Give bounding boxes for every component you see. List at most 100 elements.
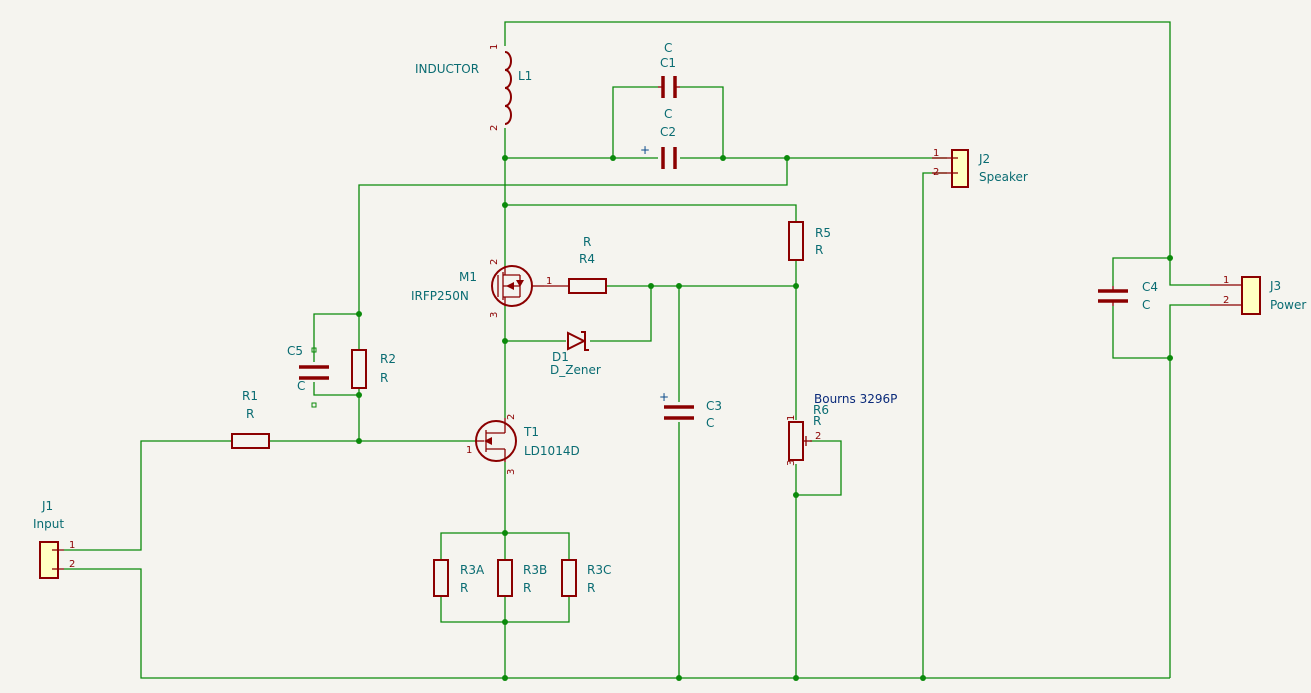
junction <box>502 202 508 208</box>
component-value: LD1014D <box>524 444 580 458</box>
component-value: R <box>246 407 254 421</box>
component-value: R <box>460 581 468 595</box>
pin-number: 2 <box>69 559 75 570</box>
wire-c4-top <box>1112 257 1170 286</box>
resistor-body <box>561 559 577 597</box>
junction <box>920 675 926 681</box>
component-ref: R4 <box>579 252 595 266</box>
pin-number: 3 <box>786 460 797 466</box>
resistor-r3a: R3A R <box>433 559 485 597</box>
component-value: C <box>664 41 672 55</box>
junction <box>356 311 362 317</box>
component-ref: M1 <box>459 270 477 284</box>
wire-zener <box>590 286 652 342</box>
component-ref: R2 <box>380 352 396 366</box>
component-ref: C5 <box>287 344 303 358</box>
component-ref: J2 <box>978 152 990 166</box>
wire-c4-bottom <box>1112 306 1170 359</box>
component-value: Power <box>1270 298 1306 312</box>
junction <box>676 675 682 681</box>
capacitor-c4: C4 C <box>1098 280 1158 312</box>
component-value: INDUCTOR <box>415 62 479 76</box>
junction <box>793 283 799 289</box>
resistor-r5: R5 R <box>788 221 831 261</box>
junction <box>502 155 508 161</box>
component-value: C <box>1142 298 1150 312</box>
mosfet-m1: 2 3 M1 IRFP250N <box>411 259 544 318</box>
wire-c5-bot <box>313 382 359 396</box>
junction <box>610 155 616 161</box>
pin-number: 1 <box>786 415 797 421</box>
junction <box>784 155 790 161</box>
junction <box>1167 355 1173 361</box>
junctions <box>356 155 1173 681</box>
pot-body <box>788 421 804 461</box>
pin-number: 2 <box>815 431 821 442</box>
component-extra: Bourns 3296P <box>814 392 897 406</box>
transistor-t1: 1 2 3 T1 LD1014D <box>466 414 580 475</box>
component-value: R <box>523 581 531 595</box>
component-ref: T1 <box>523 425 539 439</box>
wire-j3-pin2 <box>1169 304 1210 678</box>
pin-number: 1 <box>489 44 500 50</box>
diode-d1: D1 D_Zener <box>550 331 601 377</box>
component-ref: R5 <box>815 226 831 240</box>
component-ref: R3C <box>587 563 611 577</box>
wire-feedback <box>358 158 788 350</box>
connector-j1: 1 2 J1 Input <box>33 499 75 579</box>
inductor-l1: 1 2 INDUCTOR L1 <box>415 44 532 131</box>
wire-r5-top <box>505 204 797 222</box>
resistor-r4: R R4 1 <box>544 235 607 294</box>
component-ref: J3 <box>1269 279 1281 293</box>
pin-number: 2 <box>489 125 500 131</box>
component-value: R <box>813 414 821 428</box>
capacitor-c2: + C C2 <box>640 107 677 169</box>
resistor-body <box>351 349 367 389</box>
component-ref: C2 <box>660 125 676 139</box>
component-value: C <box>297 379 305 393</box>
connector-body <box>1241 276 1261 315</box>
component-ref: C3 <box>706 399 722 413</box>
junction <box>356 392 362 398</box>
arrow-mark <box>484 437 492 445</box>
polarity-mark: + <box>659 390 669 404</box>
wire-top-rail <box>504 21 1210 286</box>
wire-input-r1 <box>64 440 232 551</box>
junction <box>356 438 362 444</box>
component-ref: D1 <box>552 350 569 364</box>
junction <box>793 492 799 498</box>
component-ref: J1 <box>41 499 53 513</box>
pin-number: 2 <box>1223 295 1229 306</box>
component-ref: R3A <box>460 563 485 577</box>
component-ref: L1 <box>518 69 532 83</box>
resistor-body <box>788 221 804 261</box>
wire-c1-left <box>612 86 658 158</box>
wire-c1-right <box>680 86 724 158</box>
capacitor-c1: C C1 <box>658 41 680 98</box>
resistor-r3b: R3B R <box>497 559 547 597</box>
resistor-r1: R1 R <box>231 389 270 449</box>
pin-number: 1 <box>466 445 472 456</box>
diode-mark <box>516 280 524 287</box>
component-value: R <box>815 243 823 257</box>
wire-ground-rail <box>64 568 1170 679</box>
wire-j2-pin2 <box>922 172 947 678</box>
junction <box>502 530 508 536</box>
resistor-body <box>497 559 513 597</box>
component-value: D_Zener <box>550 363 601 377</box>
inductor-coil <box>504 51 512 125</box>
connector-j2: 1 2 J2 Speaker <box>932 148 1028 188</box>
junction <box>502 619 508 625</box>
resistor-r3c: R3C R <box>561 559 611 597</box>
resistor-body <box>433 559 449 597</box>
junction <box>793 675 799 681</box>
component-value: R <box>587 581 595 595</box>
pin-number: 3 <box>489 312 500 318</box>
pin-number: 1 <box>546 276 552 287</box>
component-ref: C4 <box>1142 280 1158 294</box>
component-value: Input <box>33 517 64 531</box>
component-value: IRFP250N <box>411 289 469 303</box>
junction <box>676 283 682 289</box>
junction <box>720 155 726 161</box>
resistor-body <box>568 278 607 294</box>
